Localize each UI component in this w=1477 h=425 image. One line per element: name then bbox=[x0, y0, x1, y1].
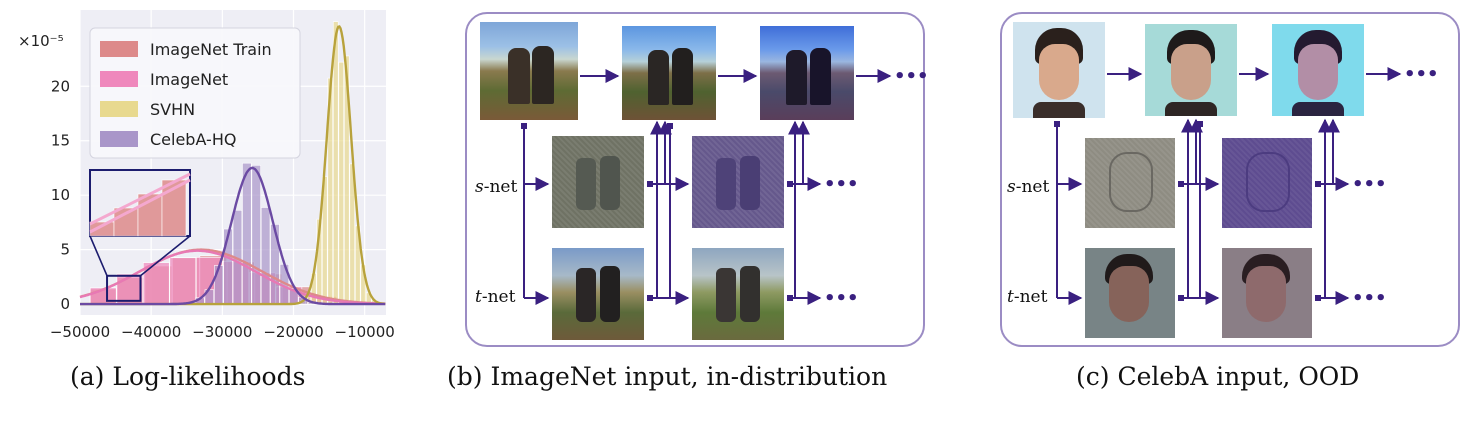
x-tick-label: −40000 bbox=[121, 323, 181, 341]
dog-snet-image-2 bbox=[692, 136, 784, 228]
legend-label: ImageNet Train bbox=[150, 40, 272, 59]
density-curve bbox=[80, 166, 386, 306]
zoom-box bbox=[106, 274, 142, 302]
face-image-original bbox=[1013, 22, 1105, 118]
hist-bar bbox=[116, 273, 144, 305]
legend bbox=[89, 27, 301, 159]
face-tnet-image-1 bbox=[1085, 248, 1175, 338]
y-tick-label: 5 bbox=[60, 241, 70, 259]
face-tnet-image-2 bbox=[1222, 248, 1312, 338]
inset-curve bbox=[89, 178, 191, 234]
dog-tnet-image-2 bbox=[692, 248, 784, 340]
caption-b: (b) ImageNet input, in-distribution bbox=[447, 362, 888, 391]
legend-label: SVHN bbox=[150, 100, 195, 119]
y-tick-label: 0 bbox=[60, 295, 70, 313]
legend-label: CelebA-HQ bbox=[150, 130, 236, 149]
dog-tnet-image-1 bbox=[552, 248, 644, 340]
x-tick-label: −50000 bbox=[50, 323, 110, 341]
y-tick-label: 20 bbox=[51, 77, 70, 95]
ellipsis: ••• bbox=[1404, 64, 1439, 85]
y-tick-label: 10 bbox=[51, 186, 70, 204]
y-tick-label: 15 bbox=[51, 132, 70, 150]
panel-celeba bbox=[1000, 12, 1460, 347]
x-tick-label: −10000 bbox=[335, 323, 395, 341]
ellipsis: ••• bbox=[1352, 174, 1387, 195]
dog-image-original bbox=[480, 22, 578, 120]
face-snet-image-2 bbox=[1222, 138, 1312, 228]
dog-snet-image-1 bbox=[552, 136, 644, 228]
ellipsis: ••• bbox=[824, 288, 859, 309]
caption-a: (a) Log-likelihoods bbox=[70, 362, 306, 391]
log-likelihood-chart: −50000 −40000 −30000 −20000 −10000 0 5 10 15 20 ×1… bbox=[18, 10, 395, 341]
tnet-label-c: t-net bbox=[1007, 287, 1048, 307]
dog-image-step1 bbox=[622, 26, 716, 120]
x-tick-label: −20000 bbox=[263, 323, 323, 341]
zoom-connector bbox=[139, 235, 191, 277]
legend-swatch bbox=[100, 131, 138, 147]
y-multiplier: ×10⁻⁵ bbox=[18, 32, 64, 50]
legend-label: ImageNet bbox=[150, 70, 228, 89]
ellipsis: ••• bbox=[824, 174, 859, 195]
panel-imagenet bbox=[465, 12, 925, 347]
ellipsis: ••• bbox=[1352, 288, 1387, 309]
face-snet-image-1 bbox=[1085, 138, 1175, 228]
x-tick-label: −30000 bbox=[192, 323, 252, 341]
snet-label-b: s-net bbox=[475, 177, 518, 197]
inset-curve bbox=[89, 172, 191, 226]
flow-arrows: ••• ••• ••• ••• ••• ••• bbox=[521, 64, 1439, 309]
legend-swatch bbox=[100, 101, 138, 117]
legend-swatch bbox=[100, 41, 138, 57]
hist-bar bbox=[169, 257, 197, 305]
tnet-label-b: t-net bbox=[475, 287, 516, 307]
ellipsis: ••• bbox=[894, 66, 929, 87]
legend-swatch bbox=[100, 71, 138, 87]
snet-label-c: s-net bbox=[1007, 177, 1050, 197]
face-image-step1 bbox=[1145, 24, 1237, 116]
face-image-step2 bbox=[1272, 24, 1364, 116]
inset-bar bbox=[161, 179, 187, 237]
dog-image-step2 bbox=[760, 26, 854, 120]
caption-c: (c) CelebA input, OOD bbox=[1076, 362, 1360, 391]
zoom-connector bbox=[89, 235, 108, 277]
